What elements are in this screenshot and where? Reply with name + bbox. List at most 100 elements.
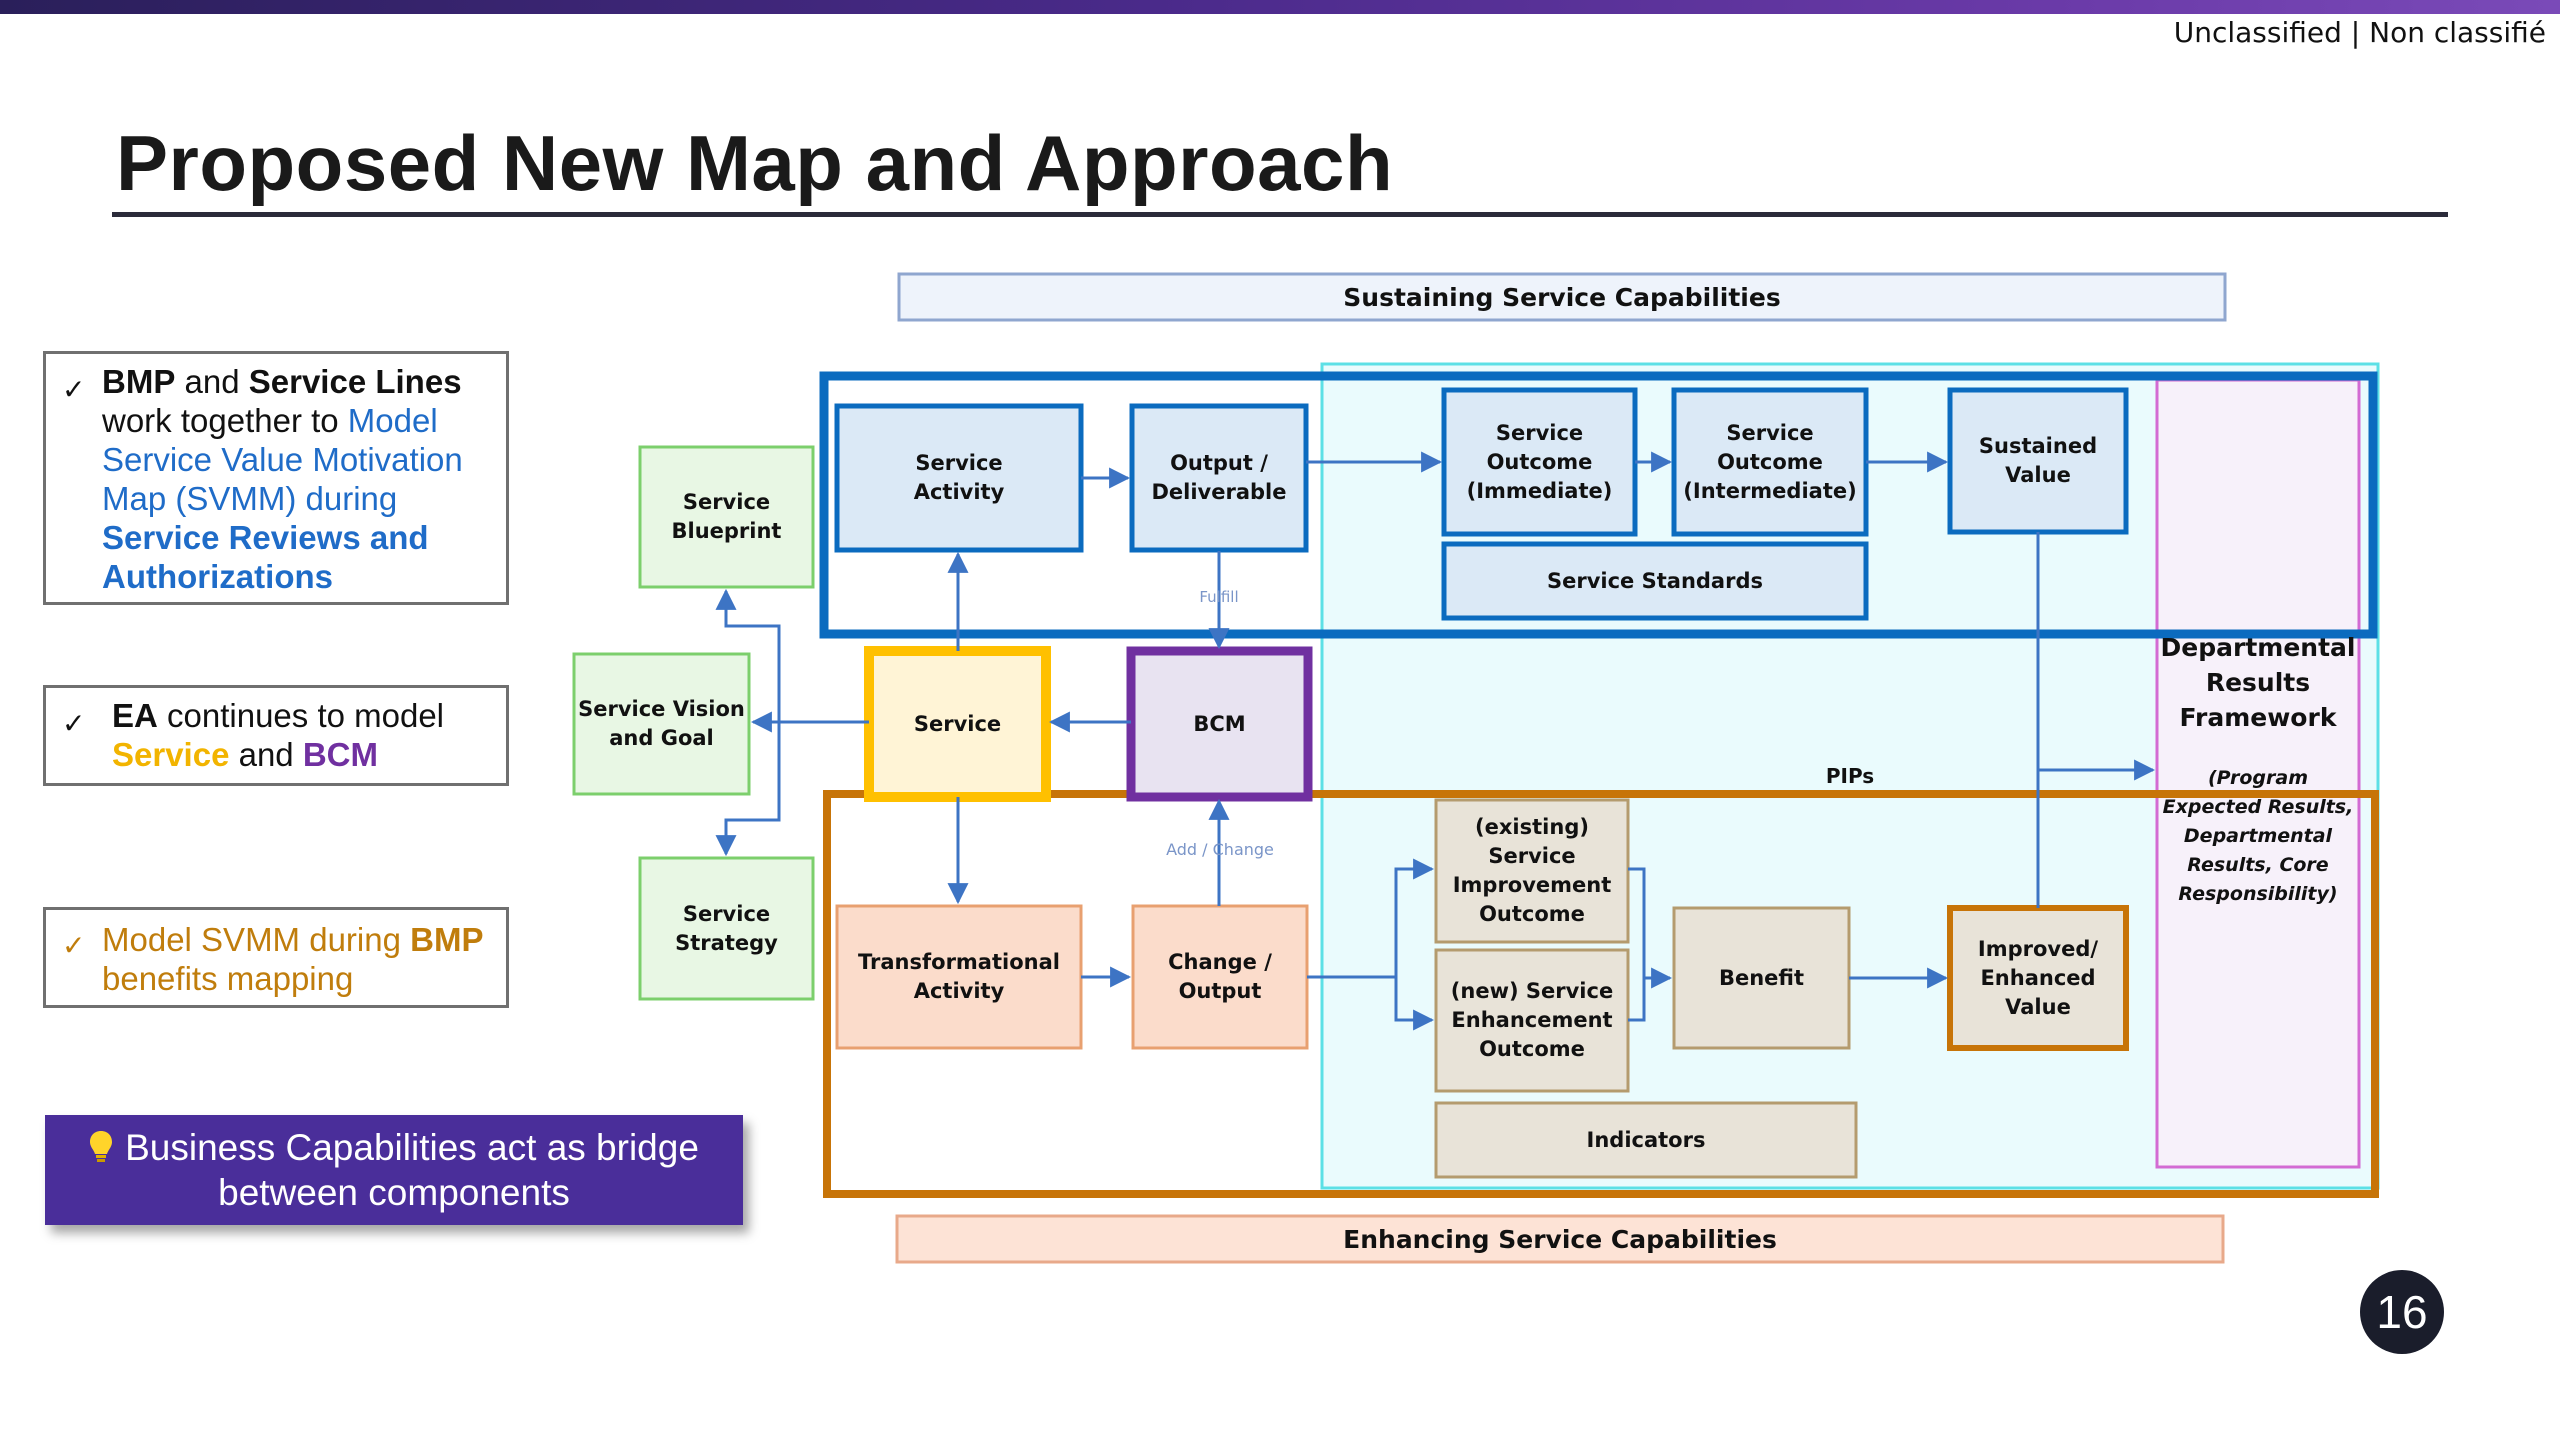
drf-title: Departmental Results Framework: [2157, 630, 2359, 735]
text-line: Indicators: [1586, 1127, 1706, 1152]
check-icon: ✓: [62, 707, 86, 740]
text-line: Service: [682, 490, 771, 514]
label-output-deliverable: Output / Deliverable: [1132, 406, 1306, 550]
text-line: Departmental: [2183, 825, 2333, 847]
node-output-deliverable: [1129, 403, 1309, 553]
text-line: Value: [2005, 994, 2071, 1019]
text-line: Service: [913, 711, 1002, 736]
top-accent-bar: [0, 0, 2560, 14]
node-new-enhancement: [1434, 948, 1630, 1093]
text-line: Transformational: [858, 950, 1060, 974]
node-service-blueprint: [638, 445, 815, 589]
node-indicators: [1434, 1101, 1858, 1179]
text-line: Value: [2005, 463, 2071, 487]
note-bmp-service-lines: ✓ BMP and Service Lines work together to…: [43, 351, 509, 605]
check-icon: ✓: [62, 373, 86, 406]
label-benefit: Benefit: [1674, 908, 1849, 1048]
connectors: [715, 451, 2156, 1031]
node-service-strategy: [638, 856, 815, 1001]
drf-box: [2155, 378, 2361, 1169]
note2-bcm: BCM: [302, 736, 378, 773]
note3-bmp: BMP: [410, 921, 484, 958]
text-line: Results, Core: [2187, 854, 2329, 876]
text-line: Benefit: [1718, 965, 1805, 990]
text-line: Service Standards: [1547, 568, 1763, 593]
text-line: Output: [1178, 979, 1262, 1003]
text-line: (new) Service: [1450, 979, 1614, 1003]
note1-service-lines: Service Lines: [248, 363, 462, 400]
text-line: Departmental: [2160, 633, 2356, 662]
node-transformational-activity: [835, 904, 1083, 1050]
classification-label: Unclassified | Non classifié: [2173, 16, 2546, 49]
label-pips: PIPs: [1825, 764, 1875, 788]
node-sustained-value: [1947, 387, 2129, 535]
text-line: Improved/: [1977, 936, 2099, 961]
text-line: Framework: [2179, 703, 2337, 732]
text-line: (Intermediate): [1683, 478, 1857, 503]
label-service: Service: [869, 651, 1046, 797]
node-benefit: [1672, 906, 1851, 1050]
text-line: Service: [915, 451, 1003, 475]
bridge-line2: between components: [218, 1172, 570, 1213]
node-service-standards: [1441, 541, 1869, 621]
note1-service-reviews: Service Reviews and Authorizations: [102, 519, 429, 595]
label-fulfill: Fulfill: [1199, 588, 1239, 606]
text-line: Change /: [1168, 950, 1272, 974]
text-line: Sustained: [1978, 434, 2098, 458]
enhancing-bar: [895, 1214, 2225, 1264]
text-line: Results: [2205, 668, 2311, 697]
label-change-output: Change / Output: [1133, 906, 1307, 1048]
text-line: Service Vision: [578, 697, 745, 721]
label-outcome-intermediate: Service Outcome (Intermediate): [1674, 390, 1866, 534]
drf-subtitle: (Program Expected Results, Departmental …: [2157, 764, 2359, 909]
text-line: Blueprint: [671, 519, 782, 543]
text-line: Activity: [913, 480, 1005, 504]
text-line: Strategy: [675, 930, 778, 955]
sustaining-bar-label: Sustaining Service Capabilities: [1343, 282, 1781, 312]
note-model-svmm: ✓ Model SVMM during BMP benefits mapping: [43, 907, 509, 1008]
text-line: Service Outcome: [1486, 420, 1593, 474]
node-service-vision: [572, 652, 751, 796]
text-line: Expected Results,: [2162, 796, 2354, 818]
note1-and: and: [175, 363, 249, 400]
sustaining-frame: [819, 371, 2378, 639]
page-title: Proposed New Map and Approach: [116, 119, 1394, 207]
text-line: and Goal: [609, 726, 714, 750]
text-line: Service Outcome: [1717, 420, 1823, 474]
check-icon: ✓: [62, 929, 86, 962]
text-line: Outcome: [1479, 902, 1585, 926]
text-line: Responsibility): [2178, 883, 2338, 905]
note-ea-model: ✓ EA continues to model Service and BCM: [43, 685, 509, 786]
lightbulb-icon: [90, 1131, 113, 1162]
note2-and: and: [229, 736, 303, 773]
label-outcome-immediate: Service Outcome(Immediate): [1444, 390, 1635, 534]
note3-benefits: benefits mapping: [102, 960, 354, 997]
node-existing-improvement: [1434, 798, 1630, 944]
note2-continues: continues to model: [157, 697, 445, 734]
page-number: 16: [2360, 1270, 2444, 1354]
sustaining-bar: [897, 272, 2227, 322]
text-line: Output /: [1170, 451, 1268, 475]
note3-model: Model SVMM during: [102, 921, 411, 958]
note1-bmp: BMP: [102, 363, 176, 400]
text-line: Improvement: [1452, 873, 1612, 897]
note2-ea: EA: [112, 697, 158, 734]
node-improved-value: [1947, 905, 2129, 1051]
note1-work-together: work together to: [102, 402, 348, 439]
node-outcome-intermediate: [1671, 387, 1869, 537]
note1-svmm: Model Service Value Motivation Map (SVMM…: [102, 402, 463, 517]
label-bcm: BCM: [1131, 651, 1308, 797]
bridge-callout: Business Capabilities act as bridge betw…: [45, 1115, 743, 1225]
text-line: Deliverable: [1151, 480, 1287, 504]
title-divider: [112, 212, 2448, 217]
node-outcome-immediate: [1441, 387, 1638, 537]
note2-service: Service: [112, 736, 230, 773]
